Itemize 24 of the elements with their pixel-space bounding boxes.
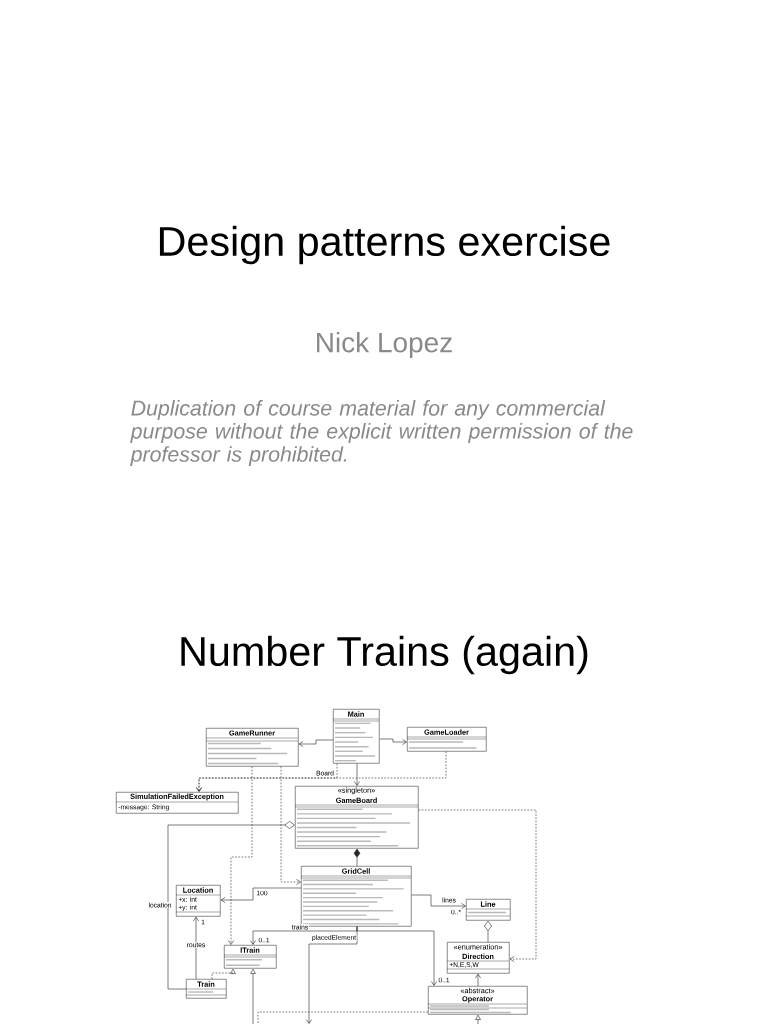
dependency-arrow: [418, 809, 537, 962]
inheritance-arrow: [211, 968, 236, 980]
connector-line: [257, 1011, 429, 1024]
inheritance-arrow: [475, 1014, 481, 1024]
dependency-arrow: [196, 751, 447, 792]
dependency-arrow: [228, 766, 253, 945]
aggregation-line: [484, 920, 492, 943]
association-arrow: [354, 763, 360, 786]
slide-title: Design patterns exercise: [159, 225, 610, 265]
slide-title: Number Trains (again): [181, 635, 588, 675]
dependency-arrow: [280, 766, 301, 885]
aggregation-line: [167, 821, 295, 990]
association-arrow: [475, 973, 481, 987]
author-name: Nick Lopez: [317, 331, 452, 359]
association-arrow: [298, 739, 334, 747]
association-arrow: [220, 887, 302, 903]
composition-line: [353, 848, 361, 867]
inheritance-arrow: [250, 968, 256, 1024]
association-arrow: [411, 894, 466, 909]
association-arrow: [379, 738, 407, 745]
disclaimer-text: Duplication of course material for any commercial purpose without the explicit written permission of the professor is prohibited.: [130, 400, 633, 466]
association-arrow: [193, 916, 199, 980]
dependency-arrow: [196, 763, 338, 792]
association-arrow: [306, 926, 358, 1024]
